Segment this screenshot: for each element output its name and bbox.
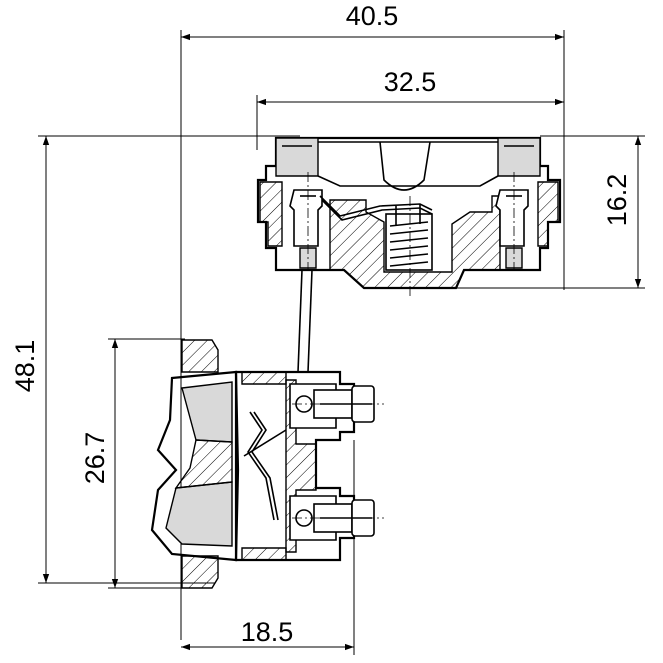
dim-label-overall-height: 48.1 [10,340,40,393]
screw-lower [313,499,375,537]
upper-contact-block [256,136,562,298]
dimension-bottom-width: 18.5 [181,440,355,655]
dim-label-top-width: 32.5 [384,67,437,97]
dimension-overall-height: 48.1 [10,135,300,584]
connecting-rod [297,269,313,373]
dim-label-overall-width: 40.5 [346,1,399,31]
dim-label-bottom-width: 18.5 [241,617,294,647]
dim-label-actuator-height: 26.7 [80,432,110,485]
actuator-block [150,339,384,589]
dimension-actuator-height: 26.7 [80,338,185,589]
dimension-overall-width: 40.5 [180,1,565,640]
dim-label-top-height: 16.2 [602,174,632,227]
dimension-top-width: 32.5 [256,67,565,150]
dimension-top-height: 16.2 [456,135,645,289]
spring [385,204,433,271]
